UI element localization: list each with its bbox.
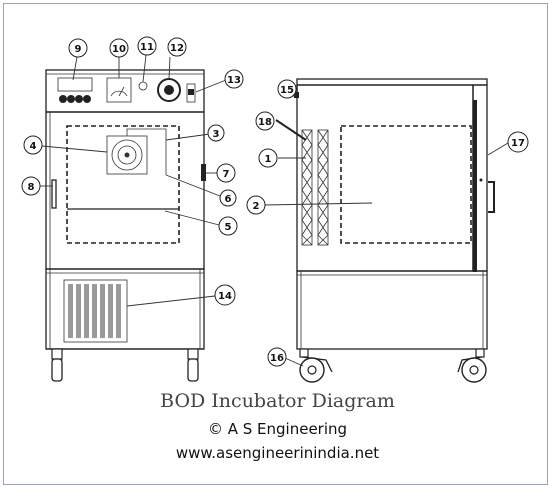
callout-label-12: 12 (170, 43, 184, 54)
callout-label-15: 15 (280, 85, 294, 96)
callout-label-7: 7 (223, 169, 230, 180)
callout-label-17: 17 (511, 138, 525, 149)
website-link[interactable]: www.asengineerinindia.net (175, 444, 380, 462)
callout-4: 4 (23, 135, 43, 155)
callout-label-9: 9 (75, 44, 82, 55)
callout-label-18: 18 (258, 117, 272, 128)
inner-chamber (66, 125, 180, 244)
control-knob (59, 95, 67, 103)
top-vent (294, 92, 299, 98)
sensor-rod (275, 119, 307, 141)
callout-1: 1 (258, 148, 278, 168)
control-knob (67, 95, 75, 103)
callout-label-4: 4 (30, 141, 37, 152)
callout-label-6: 6 (225, 194, 232, 205)
callout-5: 5 (218, 216, 238, 236)
caster-wheel (51, 358, 63, 382)
ventilation-louvers (68, 284, 121, 338)
callout-label-13: 13 (227, 75, 241, 86)
callout-label-2: 2 (253, 201, 260, 212)
callout-label-1: 1 (265, 154, 272, 165)
caster-wheel (187, 358, 199, 382)
indicator-lamp (138, 81, 148, 91)
front-cabinet (45, 111, 205, 270)
control-knob (75, 95, 83, 103)
callout-10: 10 (109, 38, 129, 58)
callout-16: 16 (267, 347, 287, 367)
heating-coil (317, 129, 329, 246)
sensor-probe (126, 128, 167, 175)
front-view (45, 69, 206, 382)
control-knob (83, 95, 91, 103)
heating-coil (301, 129, 313, 246)
side-port (201, 164, 206, 181)
callout-9: 9 (68, 38, 88, 58)
callout-6: 6 (219, 189, 237, 207)
callout-13: 13 (224, 69, 244, 89)
power-switch (186, 83, 196, 103)
callout-7: 7 (216, 163, 236, 183)
callout-label-14: 14 (218, 291, 232, 302)
image-border (3, 3, 548, 485)
callout-label-3: 3 (213, 129, 220, 140)
side-inner-chamber (340, 125, 472, 244)
callout-11: 11 (137, 36, 157, 56)
side-base (296, 270, 488, 350)
callout-12: 12 (167, 37, 187, 57)
callout-label-10: 10 (112, 44, 126, 55)
copyright-text: © A S Engineering (207, 420, 348, 438)
callout-15: 15 (277, 79, 297, 99)
digital-display (57, 77, 93, 92)
compressor-grille (63, 279, 128, 343)
callout-2: 2 (246, 195, 266, 215)
leader-lines (40, 54, 509, 367)
callout-label-16: 16 (270, 353, 284, 364)
callout-label-8: 8 (28, 182, 35, 193)
side-top-panel (296, 78, 488, 86)
side-view (275, 78, 495, 383)
analog-gauge (106, 77, 132, 103)
callout-18: 18 (255, 111, 275, 131)
callout-label-5: 5 (225, 222, 232, 233)
callout-3: 3 (207, 124, 225, 142)
callout-14: 14 (214, 284, 236, 306)
door-handle-side (488, 181, 495, 213)
callout-label-11: 11 (140, 42, 154, 53)
callout-17: 17 (507, 131, 529, 153)
door-handle (51, 179, 57, 209)
callout-8: 8 (21, 176, 41, 196)
diagram-title: BOD Incubator Diagram (160, 390, 395, 412)
